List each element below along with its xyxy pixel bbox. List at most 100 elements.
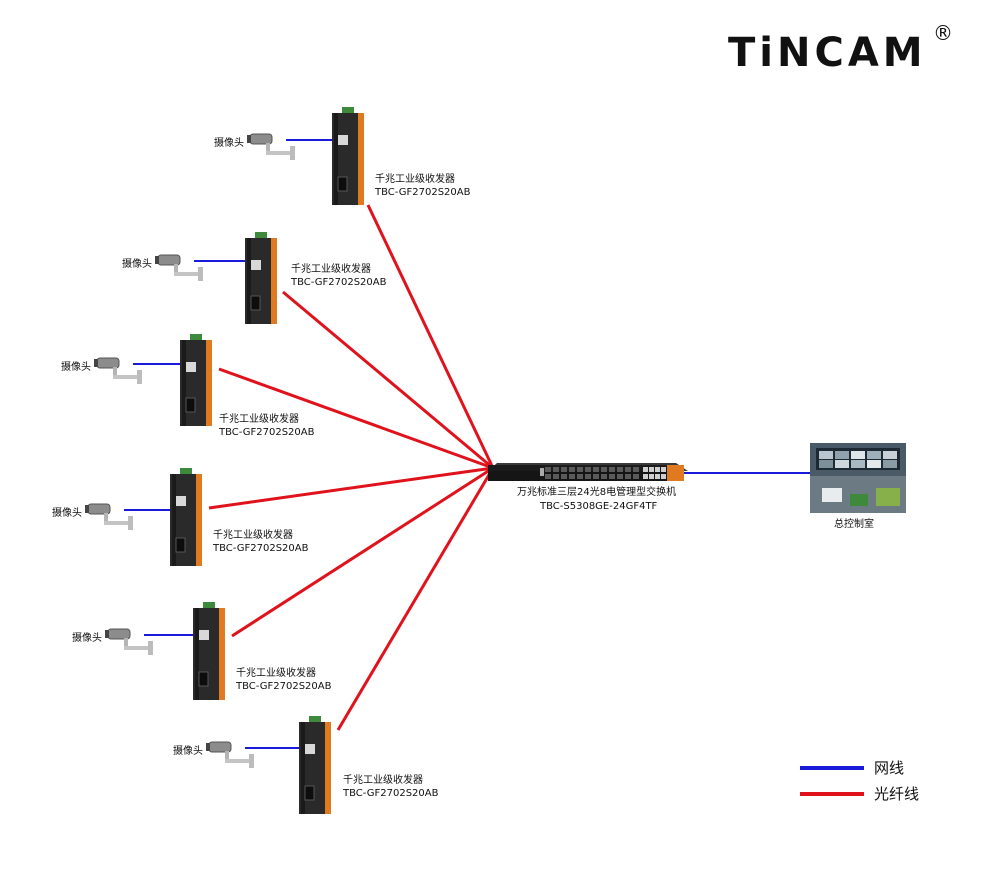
camera <box>85 503 133 530</box>
brand-name: TiNCAM <box>728 30 927 76</box>
media-converter <box>180 334 212 426</box>
sfp-port <box>585 474 591 479</box>
fiber-line <box>208 466 494 510</box>
converter-label-line2: TBC-GF2702S20AB <box>290 277 387 288</box>
converter-accent <box>325 722 331 814</box>
fiber-port <box>337 176 348 192</box>
fiber-port <box>185 397 196 413</box>
converter-accent <box>206 340 212 426</box>
media-converter <box>299 716 331 814</box>
camera-label: 摄像头 <box>72 631 102 644</box>
sfp-port <box>553 474 559 479</box>
rj45-port <box>649 467 654 472</box>
converter-label-line2: TBC-GF2702S20AB <box>342 788 439 799</box>
rj45-port <box>661 474 666 479</box>
fiber-port <box>250 295 261 311</box>
sfp-port <box>625 474 631 479</box>
converter-label-line1: 千兆工业级收发器 <box>236 666 316 679</box>
sfp-port <box>633 467 639 472</box>
brand-logo: TiNCAM ® <box>728 21 953 76</box>
sfp-port <box>569 474 575 479</box>
sfp-port <box>593 467 599 472</box>
converter-label-line2: TBC-GF2702S20AB <box>212 543 309 554</box>
rj45-port <box>643 467 648 472</box>
sfp-port <box>593 474 599 479</box>
core-switch: 万兆标准三层24光8电管理型交换机 TBC-S5308GE-24GF4TF <box>488 463 688 512</box>
rj45-port <box>305 744 315 754</box>
rj45-port <box>338 135 348 145</box>
fiber-port <box>304 785 315 801</box>
switch-ports <box>540 467 666 479</box>
fiber-port <box>198 671 209 687</box>
fiber-line <box>282 290 494 470</box>
legend: 网线 光纤线 <box>800 759 919 803</box>
sfp-port <box>561 467 567 472</box>
legend-fiber-label: 光纤线 <box>874 785 919 803</box>
camera <box>94 357 142 384</box>
media-converter <box>193 602 225 700</box>
camera <box>105 628 153 655</box>
sfp-port <box>569 467 575 472</box>
converter-accent <box>271 238 277 324</box>
rj45-port <box>199 630 209 640</box>
network-lines <box>124 139 810 749</box>
rj45-port <box>643 474 648 479</box>
fiber-line <box>336 467 495 731</box>
sfp-port <box>609 467 615 472</box>
control-room: 总控制室 <box>810 443 906 530</box>
switch-label-line1: 万兆标准三层24光8电管理型交换机 <box>517 485 676 498</box>
sfp-port <box>545 474 551 479</box>
rj45-port <box>186 362 196 372</box>
converter-label-line1: 千兆工业级收发器 <box>291 262 371 275</box>
sfp-port <box>561 474 567 479</box>
rj45-port <box>661 467 666 472</box>
sfp-port <box>601 474 607 479</box>
converter-accent <box>358 113 364 205</box>
rj45-port <box>176 496 186 506</box>
camera-label: 摄像头 <box>122 257 152 270</box>
camera-label: 摄像头 <box>214 136 244 149</box>
converter-label-line2: TBC-GF2702S20AB <box>235 681 332 692</box>
sfp-port <box>617 474 623 479</box>
sfp-port <box>609 474 615 479</box>
converter-label-line1: 千兆工业级收发器 <box>219 412 299 425</box>
camera <box>155 254 203 281</box>
fiber-lines <box>208 204 495 731</box>
converter-label-line1: 千兆工业级收发器 <box>343 773 423 786</box>
rj45-port <box>649 474 654 479</box>
legend-network-label: 网线 <box>874 759 904 777</box>
registered-mark: ® <box>933 21 953 45</box>
sfp-port <box>633 474 639 479</box>
sfp-port <box>625 467 631 472</box>
fiber-port <box>175 537 186 553</box>
converter-label-line2: TBC-GF2702S20AB <box>218 427 315 438</box>
camera <box>206 741 254 768</box>
camera-label: 摄像头 <box>61 360 91 373</box>
fiber-line <box>218 367 494 470</box>
converter-label-line2: TBC-GF2702S20AB <box>374 187 471 198</box>
converter-label-line1: 千兆工业级收发器 <box>375 172 455 185</box>
rj45-port <box>655 467 660 472</box>
sfp-port <box>545 467 551 472</box>
camera-label: 摄像头 <box>173 744 203 757</box>
switch-label-line2: TBC-S5308GE-24GF4TF <box>539 501 658 512</box>
camera-label: 摄像头 <box>52 506 82 519</box>
sfp-port <box>577 474 583 479</box>
media-converter <box>170 468 202 566</box>
camera <box>247 133 295 160</box>
converter-label-line1: 千兆工业级收发器 <box>213 528 293 541</box>
media-converter <box>332 107 364 205</box>
switch-accent <box>667 465 684 481</box>
sfp-port <box>585 467 591 472</box>
sfp-port <box>577 467 583 472</box>
fiber-line <box>231 466 494 638</box>
converter-nodes: 千兆工业级收发器TBC-GF2702S20AB摄像头千兆工业级收发器TBC-GF… <box>52 107 471 814</box>
rj45-port <box>655 474 660 479</box>
fiber-line <box>366 204 495 469</box>
sfp-port <box>617 467 623 472</box>
media-converter <box>245 232 277 324</box>
sfp-port <box>601 467 607 472</box>
control-room-label: 总控制室 <box>834 517 874 530</box>
rj45-port <box>251 260 261 270</box>
